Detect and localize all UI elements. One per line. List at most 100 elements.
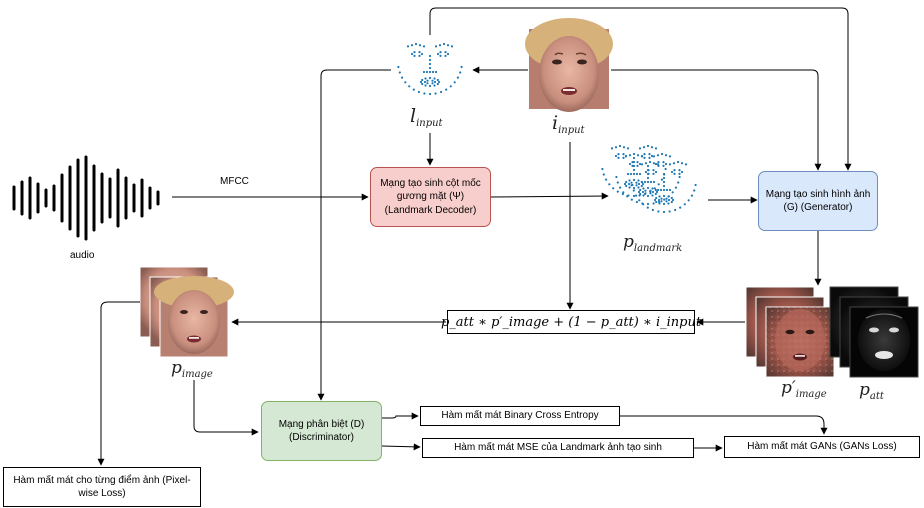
landmark-dot xyxy=(436,82,439,86)
landmark-dot xyxy=(648,160,652,164)
landmark-dot xyxy=(410,44,414,47)
landmark-dot xyxy=(657,183,660,186)
landmark-dot xyxy=(638,162,642,166)
landmark-dot xyxy=(439,51,442,54)
landmark-dot xyxy=(404,81,407,84)
landmark-dot xyxy=(663,198,666,201)
p-landmark-label: plandmark xyxy=(623,232,683,254)
landmark-dot xyxy=(434,92,437,95)
landmark-dot xyxy=(673,172,676,175)
landmark-dot xyxy=(401,76,404,79)
landmark-dot xyxy=(640,184,643,188)
landmark-dot xyxy=(617,153,620,156)
landmark-dot xyxy=(625,184,628,188)
landmark-dot xyxy=(694,183,697,187)
landmark-dot xyxy=(657,198,661,202)
landmark-dot xyxy=(678,172,681,175)
landmark-dot xyxy=(428,84,432,88)
landmark-dot xyxy=(677,181,680,184)
bce-loss-box: Hàm mất mát Binary Cross Entropy xyxy=(420,406,620,426)
landmark-dot xyxy=(656,154,660,157)
landmark-dot xyxy=(625,180,628,184)
landmark-dot xyxy=(652,169,655,172)
arrow-bce-to-gans xyxy=(620,415,828,435)
landmark-dot xyxy=(636,154,640,157)
landmark-dot xyxy=(652,202,655,205)
landmark-dot xyxy=(668,155,672,158)
landmark-dot xyxy=(449,85,452,88)
landmark-dot xyxy=(622,146,626,149)
landmark-dot xyxy=(406,45,410,48)
landmark-dot xyxy=(664,162,668,166)
landmark-dot xyxy=(632,178,636,182)
arrow-landmark-to-discriminator xyxy=(317,69,391,401)
generator-box: Mạng tạo sinh hình ảnh (G) (Generator) xyxy=(758,171,878,231)
landmark-dot xyxy=(643,153,646,156)
landmark-dot xyxy=(635,181,638,184)
landmark-dot xyxy=(636,161,639,164)
landmark-dot xyxy=(654,188,657,192)
arrow-pimage-to-discriminator xyxy=(193,380,259,436)
landmark-dot xyxy=(639,188,642,192)
face-photo-image xyxy=(139,266,234,358)
landmark-dot xyxy=(662,161,665,164)
landmark-dot xyxy=(632,172,636,176)
landmark-dot xyxy=(446,44,450,47)
mfcc-label: MFCC xyxy=(220,176,249,187)
landmark-dot xyxy=(421,82,424,86)
landmark-dot xyxy=(646,202,650,206)
landmark-dot xyxy=(450,45,454,48)
landmark-dot xyxy=(628,154,632,157)
landmark-dot xyxy=(670,196,673,200)
landmark-dot xyxy=(652,180,656,184)
face-landmark-icon xyxy=(397,42,463,96)
landmark-dot xyxy=(648,153,651,156)
landmark-dot xyxy=(602,173,605,176)
landmark-dot xyxy=(431,82,434,85)
landmark-dot xyxy=(618,144,622,148)
landmark-dot xyxy=(660,178,663,181)
landmark-dot xyxy=(431,70,435,74)
landmark-dot xyxy=(671,198,675,202)
landmark-dot xyxy=(436,52,440,56)
l-input-label: linput xyxy=(410,105,443,129)
landmark-dot xyxy=(672,162,676,165)
landmark-dot xyxy=(646,194,650,198)
landmark-dot xyxy=(444,54,447,57)
landmark-dot xyxy=(622,153,625,156)
landmark-dot xyxy=(635,194,638,197)
landmark-dot xyxy=(643,156,646,159)
landmark-dot xyxy=(678,169,681,172)
landmark-dot xyxy=(642,194,645,197)
landmark-dot xyxy=(632,186,636,190)
landmark-dot xyxy=(664,167,667,171)
landmark-dot xyxy=(668,210,671,213)
landmark-dot xyxy=(456,76,459,79)
landmark-dot xyxy=(422,70,426,74)
landmark-dot xyxy=(408,85,411,88)
landmark-dot xyxy=(614,146,618,149)
attention-mask-image xyxy=(829,286,919,378)
landmark-dot xyxy=(640,155,644,158)
landmark-dot xyxy=(410,52,414,56)
landmark-dot xyxy=(664,154,668,157)
landmark-dot xyxy=(640,180,644,184)
landmark-dot xyxy=(413,51,416,54)
landmark-dot xyxy=(445,88,448,91)
landmark-dot xyxy=(643,180,647,184)
landmark-dot xyxy=(453,81,456,84)
landmark-dot xyxy=(637,179,640,182)
landmark-dot xyxy=(622,191,625,194)
landmark-dot xyxy=(676,160,680,164)
landmark-dot xyxy=(657,210,660,213)
landmark-dot xyxy=(417,90,420,94)
landmark-dot xyxy=(662,210,666,214)
landmark-dot xyxy=(608,183,611,186)
landmark-dot xyxy=(638,172,642,176)
landmark-dot xyxy=(679,206,682,209)
landmark-dot xyxy=(665,200,668,203)
landmark-dot xyxy=(614,154,618,158)
mse-loss-box: Hàm mất mát MSE của Landmark ảnh tạo sin… xyxy=(422,438,694,458)
landmark-dot xyxy=(615,175,618,179)
